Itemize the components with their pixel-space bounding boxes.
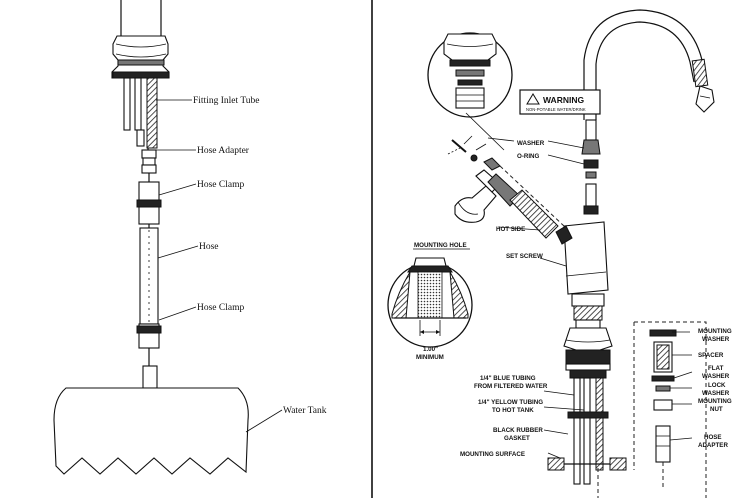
- label-hose-clamp-bottom: Hose Clamp: [197, 303, 244, 313]
- label-mounting-nut-1: MOUNTING: [698, 398, 732, 405]
- label-rubber-gasket-2: GASKET: [504, 435, 530, 442]
- supply-tubes: [547, 377, 627, 485]
- label-mounting-washer-1: MOUNTING: [698, 328, 732, 335]
- label-washer: WASHER: [517, 140, 545, 147]
- faucet-neck: [581, 119, 601, 215]
- label-flat-washer-2: WASHER: [702, 373, 730, 380]
- water-tank: [53, 387, 249, 475]
- label-hose: Hose: [199, 242, 219, 252]
- warning-sign: WARNING NON-POTABLE WATER/DRINK: [519, 89, 601, 115]
- label-mounting-surface: MOUNTING SURFACE: [460, 451, 525, 458]
- label-set-screw: SET SCREW: [506, 253, 543, 260]
- faucet-body: [563, 221, 613, 379]
- label-hose-clamp-top: Hose Clamp: [197, 180, 244, 190]
- label-hose-adapter-2: ADAPTER: [698, 442, 728, 449]
- hose-clamp-top: [136, 181, 162, 225]
- label-lock-washer-2: WASHER: [702, 390, 730, 397]
- label-spacer: SPACER: [698, 352, 724, 359]
- label-hot-side: HOT SIDE: [496, 226, 525, 233]
- label-water-tank: Water Tank: [283, 406, 327, 416]
- leader-hose-clamp-top: [158, 183, 197, 196]
- label-hose-adapter-1: HOSE: [704, 434, 722, 441]
- leader-hose: [157, 245, 199, 259]
- label-flat-washer-1: FLAT: [708, 365, 724, 372]
- label-dimension-caption: MINIMUM: [416, 354, 444, 361]
- label-mounting-washer-2: WASHER: [702, 336, 730, 343]
- label-rubber-gasket-1: BLACK RUBBER: [493, 427, 543, 434]
- detail-circle-mounting-hole: [387, 257, 473, 348]
- leader-hose-clamp-bottom: [158, 306, 197, 321]
- mounting-hardware: [597, 321, 707, 498]
- label-o-ring: O-RING: [517, 153, 540, 160]
- label-blue-tubing-1: 1/4" BLUE TUBING: [480, 375, 536, 382]
- faucet-base: [111, 0, 170, 79]
- left-assembly: Fitting Inlet Tube Hose Adapter Hose Cla…: [53, 0, 327, 475]
- detail-circle-washer: [427, 32, 513, 151]
- leader-water-tank: [245, 409, 283, 433]
- tank-fitting: [142, 365, 158, 389]
- label-hose-adapter: Hose Adapter: [197, 146, 250, 156]
- hose-adapter: [141, 148, 157, 182]
- label-yellow-tubing-2: TO HOT TANK: [492, 407, 534, 414]
- hose-clamp-bottom: [136, 323, 162, 366]
- gooseneck-spout: [583, 9, 715, 120]
- label-mounting-nut-2: NUT: [710, 406, 723, 413]
- label-dimension-value: 1.00": [423, 346, 438, 353]
- handle-assembly: [447, 135, 573, 245]
- warning-subtitle: NON-POTABLE WATER/DRINK: [526, 107, 586, 112]
- fitting-inlet-tubes: [123, 77, 158, 149]
- warning-title: WARNING: [543, 95, 584, 105]
- label-yellow-tubing-1: 1/4" YELLOW TUBING: [478, 399, 543, 406]
- label-lock-washer-1: LOCK: [708, 382, 726, 389]
- hose: [139, 224, 159, 325]
- right-assembly: WARNING NON-POTABLE WATER/DRINK: [387, 9, 732, 498]
- label-mounting-hole: MOUNTING HOLE: [414, 242, 467, 249]
- label-fitting-inlet-tube: Fitting Inlet Tube: [193, 96, 260, 106]
- label-blue-tubing-2: FROM FILTERED WATER: [474, 383, 548, 390]
